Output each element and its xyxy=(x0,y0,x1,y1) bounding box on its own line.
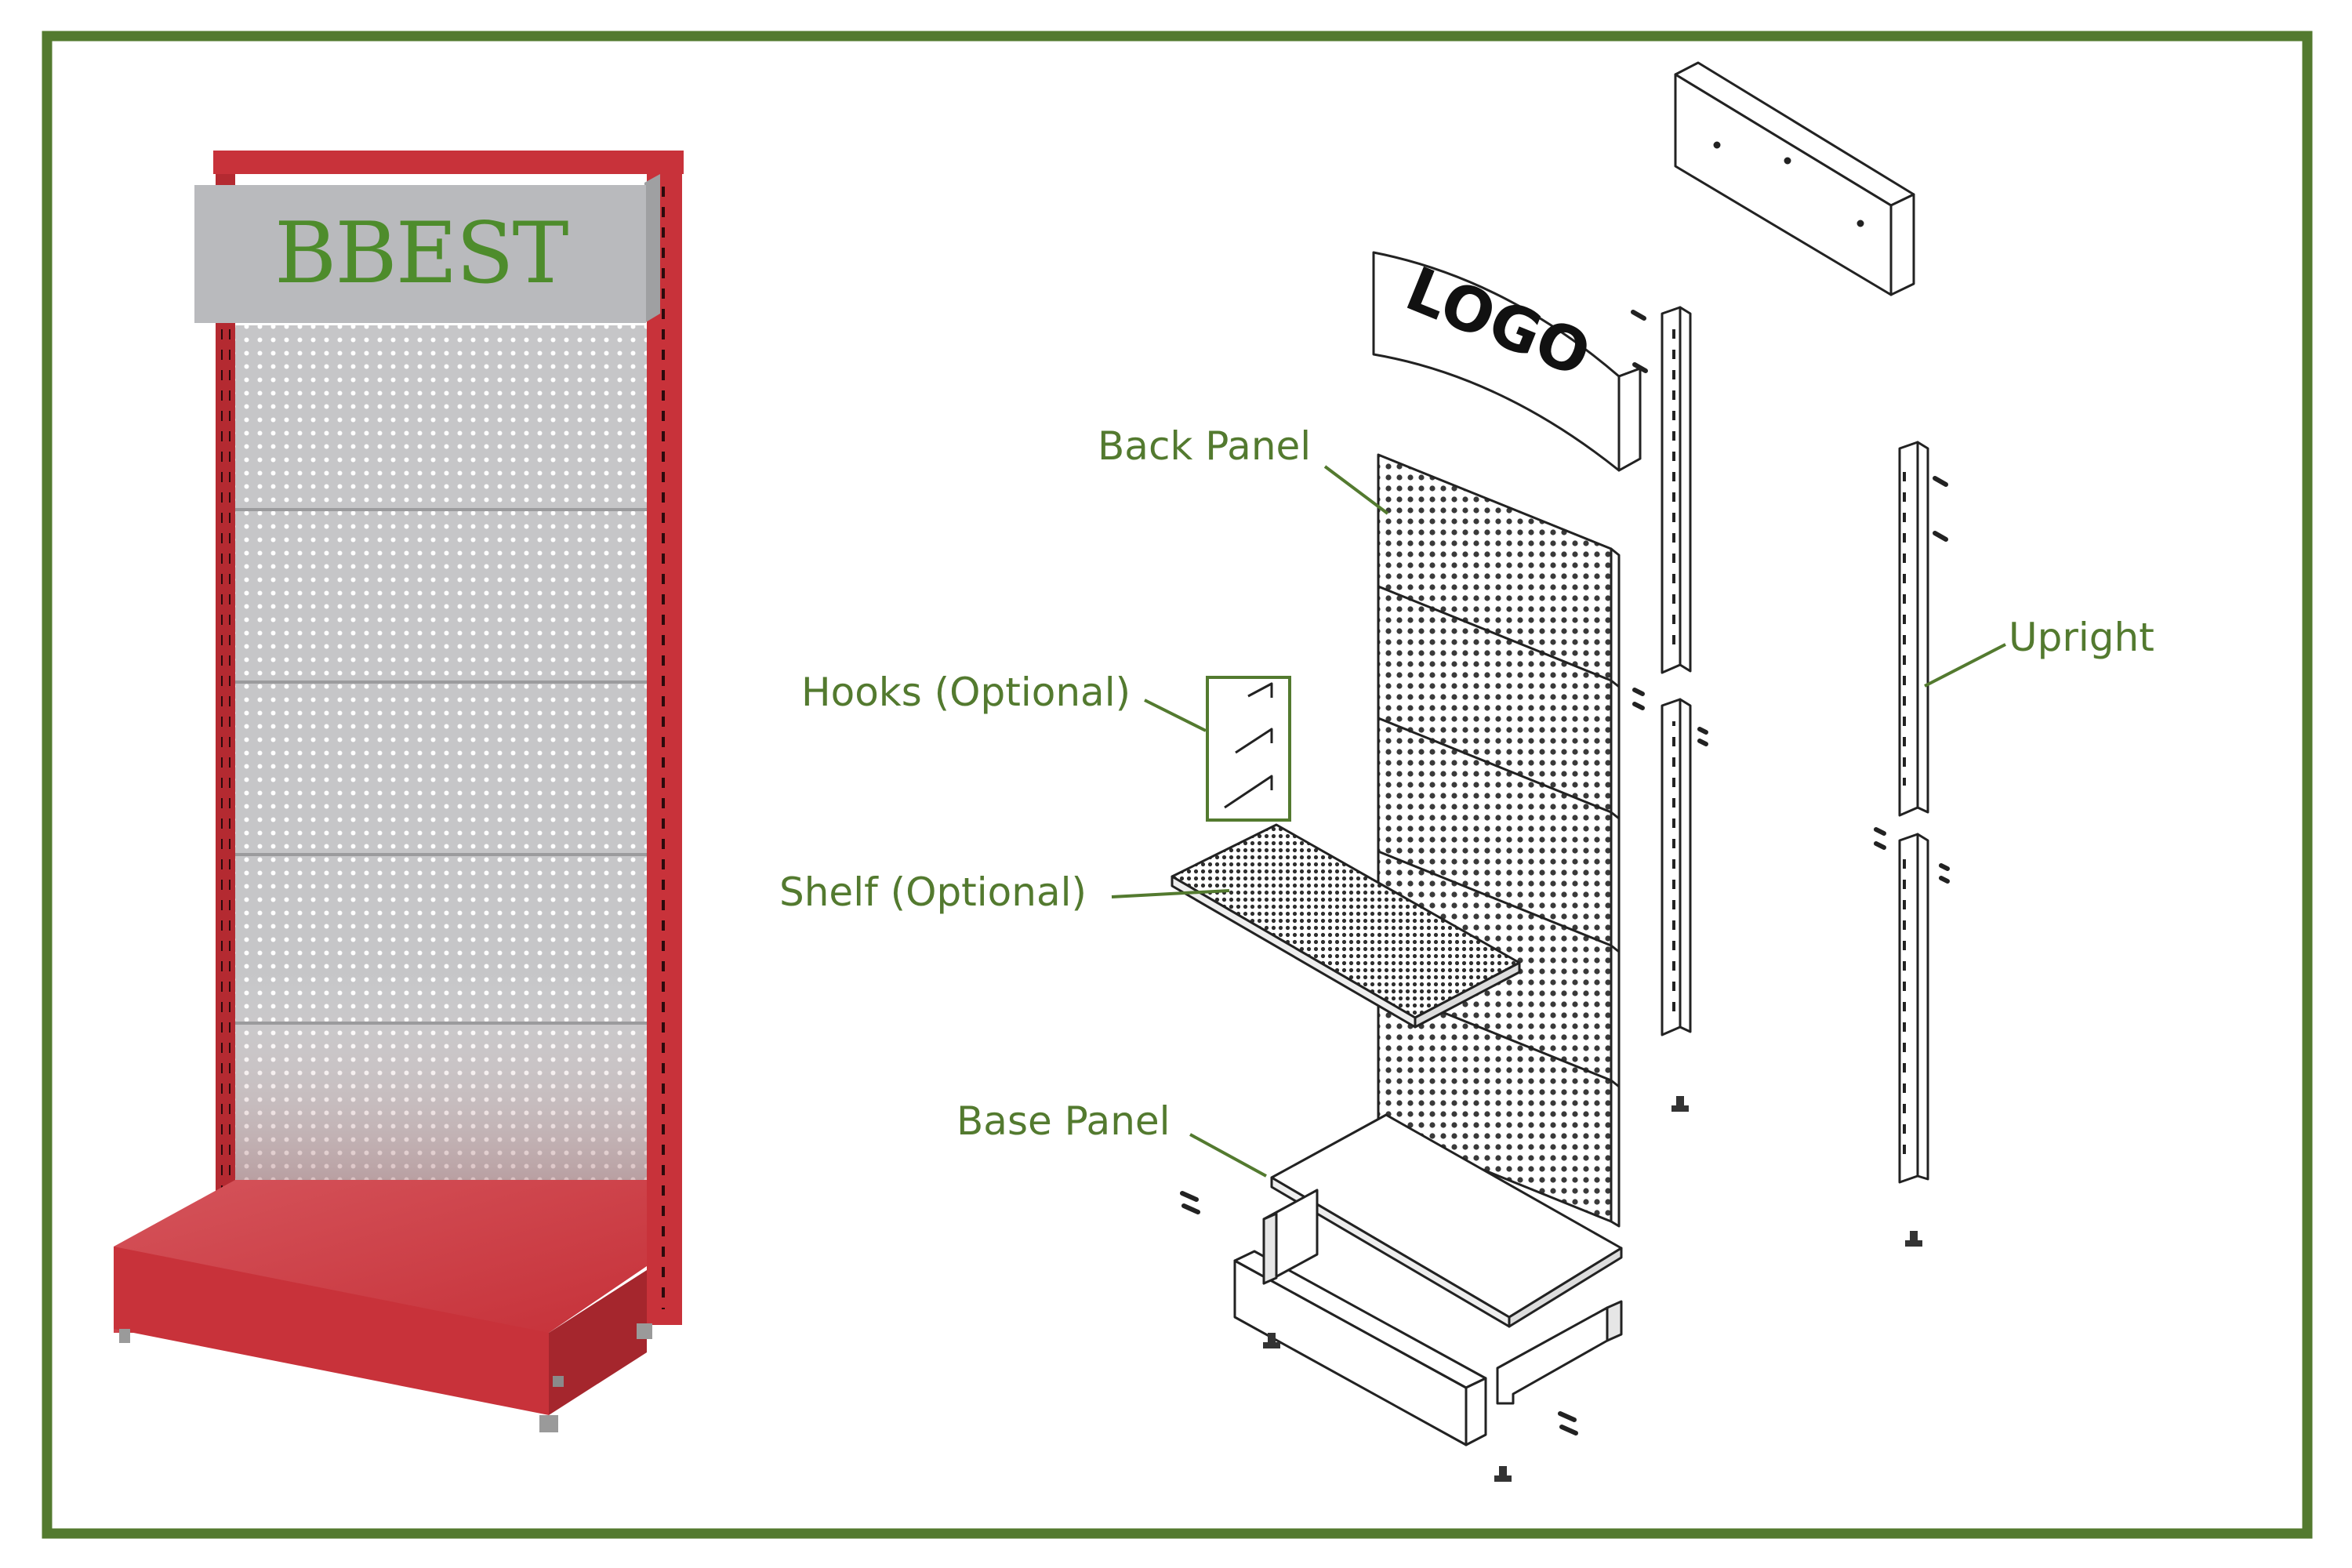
label-base-panel: Base Panel xyxy=(956,1098,1171,1144)
top-frame-bar xyxy=(213,151,684,174)
levelers xyxy=(1263,1096,1922,1482)
foot-mid xyxy=(553,1376,564,1387)
hooks-box xyxy=(1206,676,1291,822)
screws xyxy=(1180,310,1950,1436)
foot-front-left xyxy=(119,1329,130,1343)
rear-upright-upper xyxy=(1898,441,1929,817)
product-render: BBEST xyxy=(114,151,684,1432)
label-upright: Upright xyxy=(2009,615,2154,660)
pegboard-panels xyxy=(235,325,647,1247)
label-hooks: Hooks (Optional) xyxy=(801,670,1131,715)
leader-back-panel xyxy=(1323,465,1389,515)
label-shelf: Shelf (Optional) xyxy=(779,869,1087,915)
logo-header: LOGO xyxy=(1372,251,1642,472)
front-upright-upper xyxy=(1661,306,1692,674)
header-sign xyxy=(194,185,646,323)
right-upright-slots xyxy=(656,180,667,1309)
back-header-box xyxy=(1674,61,1915,296)
back-panel-5 xyxy=(1377,985,1621,1228)
exploded-view: LOGO xyxy=(1171,61,1950,1482)
leader-upright xyxy=(1924,643,2006,688)
base-side xyxy=(549,1270,647,1415)
front-upright-lower xyxy=(1661,698,1692,1036)
shelf xyxy=(1171,823,1521,1029)
brand-text: BBEST xyxy=(274,205,568,303)
callouts: Back Panel Upright Hooks (Optional) Shel… xyxy=(779,423,2154,1178)
base-panel xyxy=(1270,1113,1623,1328)
back-panel-2 xyxy=(1377,585,1621,828)
hooks xyxy=(1224,682,1273,809)
leader-shelf xyxy=(1111,889,1230,898)
back-panels xyxy=(1377,453,1621,1228)
leader-base-panel xyxy=(1189,1133,1267,1178)
foot-back-right xyxy=(637,1323,652,1339)
leader-hooks xyxy=(1144,699,1207,732)
base-bracket-left xyxy=(1262,1189,1319,1285)
outer-frame xyxy=(42,31,2313,1539)
foot-front-right xyxy=(539,1415,558,1432)
left-upright-slots xyxy=(221,329,230,1231)
label-back-panel: Back Panel xyxy=(1098,423,1311,469)
rear-upright-lower xyxy=(1898,833,1929,1184)
base-kick-plate xyxy=(1233,1250,1487,1446)
base-bracket-right xyxy=(1496,1300,1623,1405)
base-front xyxy=(114,1247,549,1415)
header-sign-side xyxy=(644,174,660,323)
